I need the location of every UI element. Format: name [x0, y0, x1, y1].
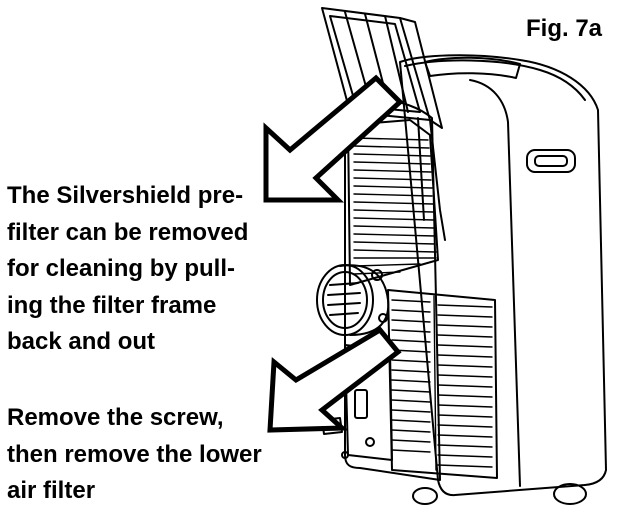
figure-label: Fig. 7a — [526, 15, 603, 42]
unit-top — [404, 59, 586, 101]
caption-line: air filter — [7, 477, 96, 504]
side-handle — [526, 149, 576, 173]
lower-grille-frame — [387, 289, 498, 479]
upper-grille-frame — [347, 119, 439, 286]
caption-line: filter can be removed — [7, 218, 249, 246]
caption-line: The Silvershield pre- — [7, 182, 244, 209]
unit-body-outline — [399, 54, 607, 497]
lower-grille-lines — [391, 295, 493, 471]
wheel-front — [553, 483, 587, 505]
caption-line: ing the filter frame — [7, 291, 217, 319]
caption-line: for cleaning by pull- — [7, 255, 236, 282]
prefilter-caption: The Silvershield pre- filter can be remo… — [7, 178, 248, 361]
caption-line: then remove the lower — [7, 440, 262, 468]
unit-front-edge — [469, 79, 521, 487]
wheel-rear — [412, 487, 438, 505]
exhaust-vent — [316, 264, 390, 336]
lower-filter-caption: Remove the screw, then remove the lower … — [7, 400, 262, 510]
caption-line: back and out — [7, 328, 156, 355]
lower-arrow-icon — [267, 326, 402, 433]
caption-line: Remove the screw, — [7, 404, 224, 431]
upper-grille-lines — [353, 137, 437, 275]
upper-arrow-icon — [263, 74, 404, 203]
control-panel — [424, 56, 521, 79]
